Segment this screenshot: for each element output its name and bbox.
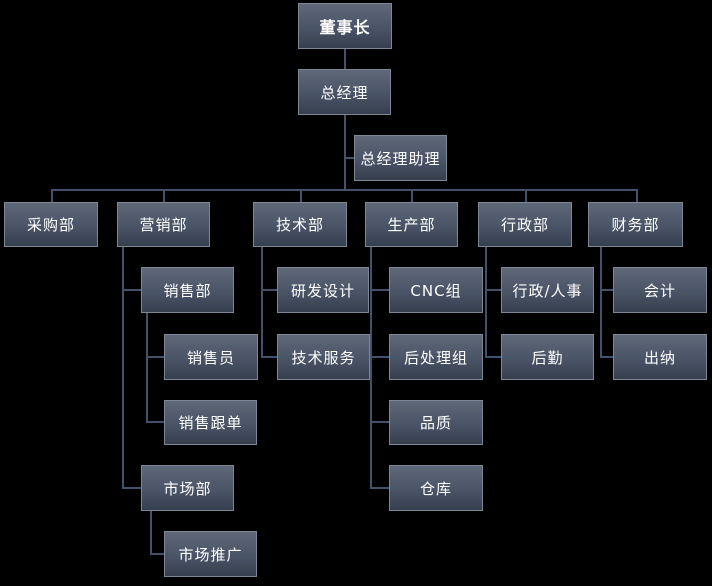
- connector-line: [600, 356, 613, 358]
- org-node-market-promotion[interactable]: 市场推广: [164, 531, 257, 577]
- connector-line: [411, 189, 413, 202]
- connector-line: [600, 247, 602, 357]
- connector-line: [344, 157, 354, 159]
- org-node-post-processing[interactable]: 后处理组: [389, 334, 483, 380]
- connector-line: [146, 313, 148, 423]
- connector-line: [146, 421, 164, 423]
- org-node-accounting[interactable]: 会计: [613, 267, 707, 313]
- org-node-production[interactable]: 生产部: [365, 202, 458, 247]
- org-node-sales-dept[interactable]: 销售部: [141, 267, 234, 313]
- connector-line: [163, 189, 165, 202]
- connector-line: [51, 189, 53, 202]
- connector-line: [261, 356, 277, 358]
- connector-line: [261, 289, 277, 291]
- org-node-logistics[interactable]: 后勤: [501, 334, 594, 380]
- connector-line: [344, 115, 346, 191]
- org-node-tech[interactable]: 技术部: [253, 202, 347, 247]
- org-node-admin[interactable]: 行政部: [478, 202, 572, 247]
- org-node-finance[interactable]: 财务部: [588, 202, 683, 247]
- connector-line: [122, 289, 141, 291]
- connector-line: [485, 289, 501, 291]
- org-node-tech-service[interactable]: 技术服务: [277, 334, 370, 380]
- org-node-salesperson[interactable]: 销售员: [164, 334, 258, 380]
- org-node-cashier[interactable]: 出纳: [613, 334, 707, 380]
- connector-line: [485, 247, 487, 357]
- connector-line: [370, 421, 389, 423]
- org-node-marketing[interactable]: 营销部: [117, 202, 210, 247]
- org-node-sales-followup[interactable]: 销售跟单: [164, 400, 257, 445]
- connector-line: [344, 49, 346, 69]
- org-node-chairman[interactable]: 董事长: [298, 3, 392, 49]
- connector-line: [51, 189, 637, 191]
- connector-line: [150, 511, 152, 555]
- org-node-warehouse[interactable]: 仓库: [389, 465, 483, 511]
- org-node-gm-assistant[interactable]: 总经理助理: [354, 135, 447, 181]
- connector-line: [370, 356, 389, 358]
- connector-line: [485, 356, 501, 358]
- connector-line: [600, 289, 613, 291]
- org-node-cnc-group[interactable]: CNC组: [389, 267, 483, 313]
- org-node-market-dept[interactable]: 市场部: [141, 465, 234, 511]
- connector-line: [525, 189, 527, 202]
- connector-line: [122, 487, 141, 489]
- org-node-general-manager[interactable]: 总经理: [298, 69, 391, 115]
- connector-line: [122, 247, 124, 489]
- org-node-rd-design[interactable]: 研发设计: [277, 267, 369, 313]
- org-node-purchasing[interactable]: 采购部: [4, 202, 98, 247]
- connector-line: [300, 189, 302, 202]
- org-node-admin-hr[interactable]: 行政/人事: [501, 267, 594, 313]
- connector-line: [370, 247, 372, 489]
- org-node-quality[interactable]: 品质: [389, 400, 483, 445]
- connector-line: [636, 189, 638, 202]
- connector-line: [146, 356, 164, 358]
- connector-line: [150, 553, 164, 555]
- connector-line: [370, 487, 389, 489]
- connector-line: [261, 247, 263, 357]
- connector-line: [370, 289, 389, 291]
